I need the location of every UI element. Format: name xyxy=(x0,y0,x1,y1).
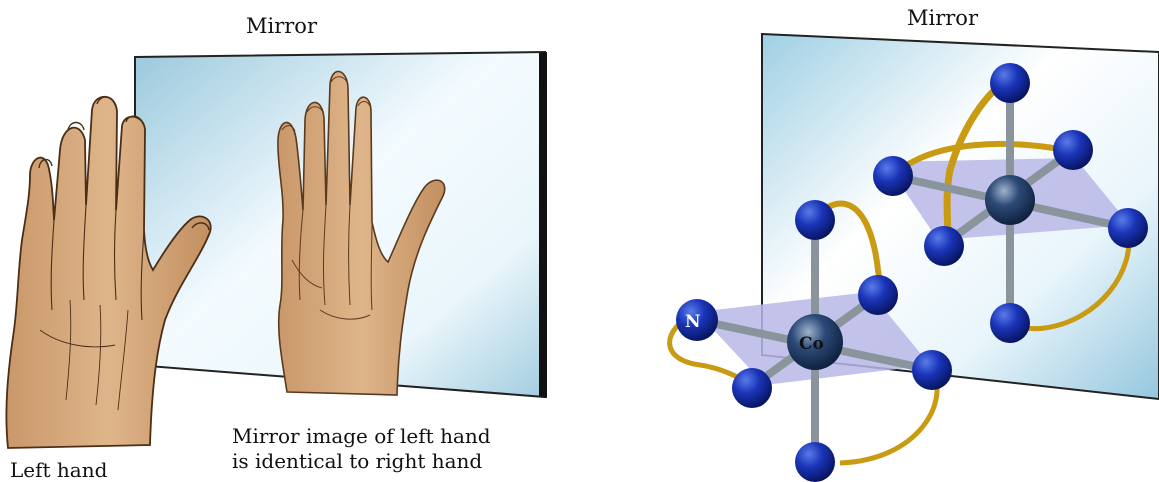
atom-label-n: N xyxy=(685,312,701,332)
caption-line-1: Mirror image of left hand xyxy=(232,424,491,449)
mirror-label-left: Mirror xyxy=(246,14,317,38)
left-hand-label: Left hand xyxy=(10,458,107,482)
caption-line-2: is identical to right hand xyxy=(232,449,491,474)
mirror-caption: Mirror image of left hand is identical t… xyxy=(232,424,491,474)
atom-label-co: Co xyxy=(799,334,824,354)
mirror-label-right: Mirror xyxy=(907,6,978,30)
